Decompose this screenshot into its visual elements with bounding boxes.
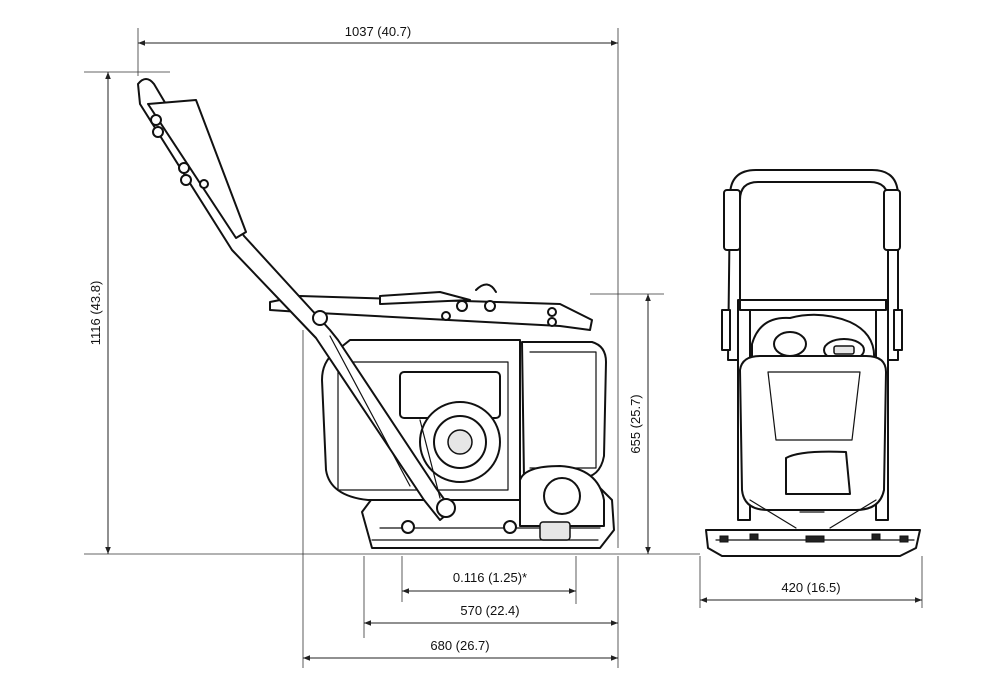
label-base-length: 680 (26.7) — [430, 638, 489, 653]
label-overall-length: 1037 (40.7) — [345, 24, 412, 39]
label-plate-length: 570 (22.4) — [460, 603, 519, 618]
label-plate-width: 420 (16.5) — [781, 580, 840, 595]
side-view-machine — [137, 78, 615, 549]
label-small-value: 0.116 (1.25)* — [453, 570, 527, 585]
label-overall-height: 1116 (43.8) — [88, 281, 103, 346]
label-body-height: 655 (25.7) — [628, 394, 643, 453]
front-view-machine — [705, 169, 921, 557]
dimension-lines — [105, 40, 922, 661]
dimension-labels: 1037 (40.7) 1116 (43.8) 655 (25.7) 0.116… — [88, 24, 841, 653]
